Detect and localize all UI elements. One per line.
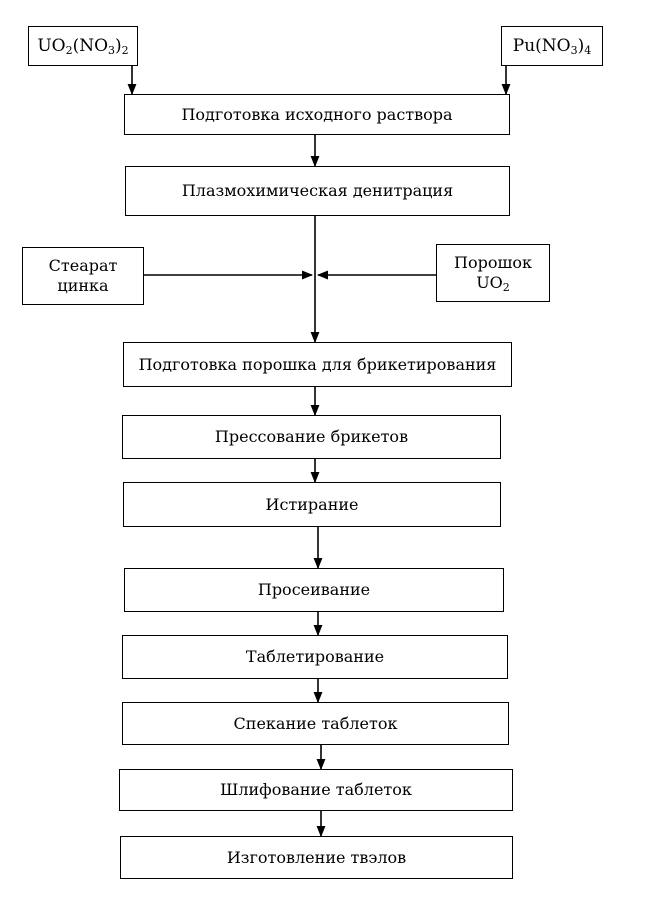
step-grinding: Истирание (123, 482, 501, 527)
input-uranyl-nitrate: UO2(NO3)2 (28, 26, 138, 66)
step-prepare-solution: Подготовка исходного раствора (124, 94, 510, 135)
zinc-stearate-line2: цинка (57, 276, 109, 295)
step-pressing-briquettes-label: Прессование брикетов (214, 427, 409, 446)
input-uo2-powder: Порошок UO2 (436, 244, 550, 302)
step-sintering: Спекание таблеток (122, 702, 509, 745)
step-polishing-label: Шлифование таблеток (220, 780, 412, 799)
input-zinc-stearate: Стеарат цинка (22, 247, 144, 305)
step-sieving-label: Просеивание (257, 580, 371, 599)
step-prepare-powder-label: Подготовка порошка для брикетирования (138, 354, 497, 374)
step-plasma-denitration: Плазмохимическая денитрация (125, 166, 510, 216)
step-prepare-powder: Подготовка порошка для брикетирования (123, 342, 512, 387)
step-tableting: Таблетирование (122, 635, 508, 679)
input-plutonium-nitrate: Pu(NO3)4 (501, 26, 603, 66)
plutonium-nitrate-formula: Pu(NO3)4 (512, 36, 592, 57)
step-pressing-briquettes: Прессование брикетов (122, 415, 501, 459)
step-sintering-label: Спекание таблеток (233, 713, 398, 733)
step-polishing: Шлифование таблеток (119, 769, 513, 811)
step-fuel-rod-fabrication-label: Изготовление твэлов (226, 847, 407, 867)
step-plasma-denitration-label: Плазмохимическая денитрация (181, 181, 454, 200)
uo2-powder-line1: Порошок (454, 253, 532, 272)
uranyl-nitrate-formula: UO2(NO3)2 (37, 36, 129, 57)
step-grinding-label: Истирание (265, 494, 359, 514)
step-tableting-label: Таблетирование (245, 647, 385, 666)
step-sieving: Просеивание (124, 568, 504, 612)
step-prepare-solution-label: Подготовка исходного раствора (181, 104, 453, 124)
step-fuel-rod-fabrication: Изготовление твэлов (120, 836, 513, 879)
uo2-powder-line2: UO2 (476, 273, 510, 294)
zinc-stearate-line1: Стеарат (48, 256, 118, 275)
